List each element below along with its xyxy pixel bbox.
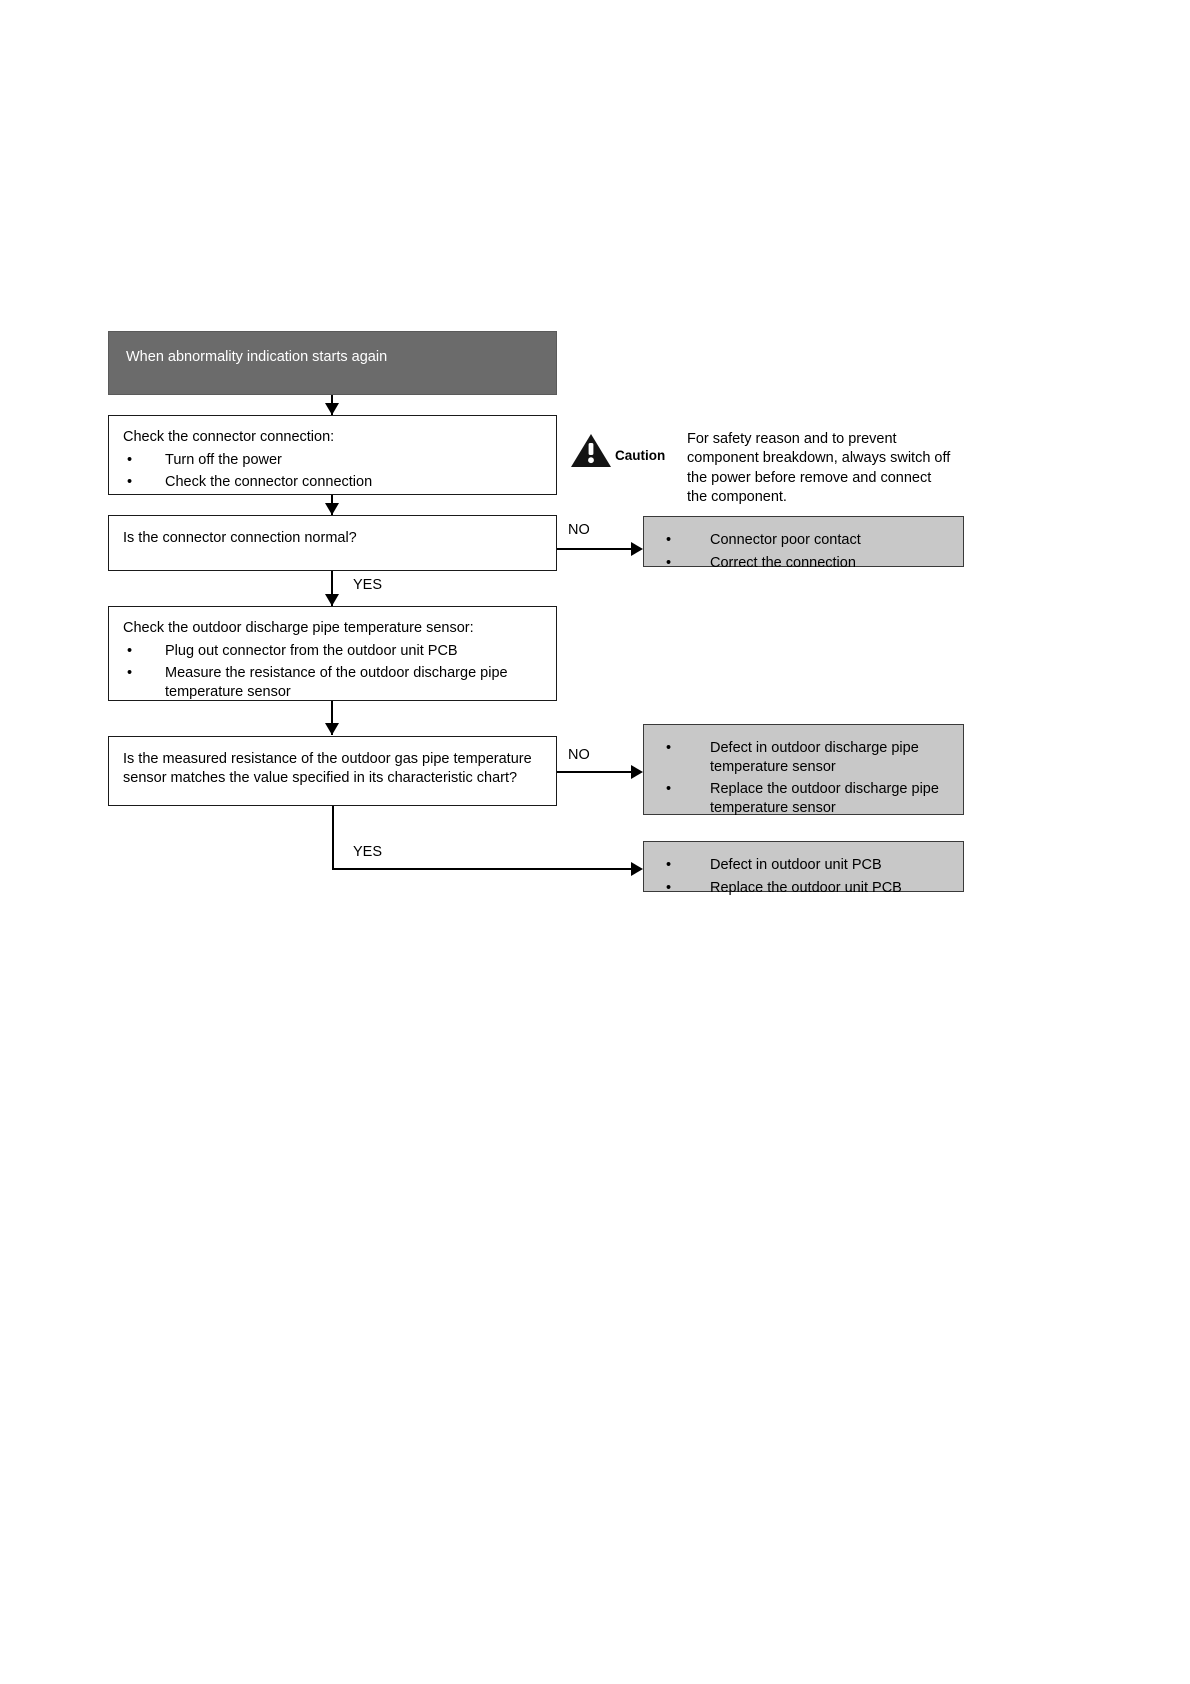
bullet-dot: • xyxy=(666,554,672,571)
list-item-label: Replace the outdoor unit PCB xyxy=(710,879,902,896)
bullet-dot: • xyxy=(666,879,672,896)
list-item: • Turn off the power xyxy=(109,451,556,470)
edge-label-yes-2: YES xyxy=(353,844,383,860)
list-item-label: Measure the resistance of the outdoor di… xyxy=(165,665,508,700)
list-item-label: Replace the outdoor discharge pipe tempe… xyxy=(710,781,939,816)
connector-decision1-to-result1 xyxy=(557,548,637,550)
arrow-down-start-to-step1 xyxy=(325,403,339,415)
bullet-dot: • xyxy=(666,740,672,756)
arrow-down-step2-to-decision2 xyxy=(325,723,339,735)
connector-step2-to-decision2 xyxy=(331,701,333,735)
flow-node-decision1-question: Is the connector connection normal? xyxy=(123,530,357,546)
bullet-dot: • xyxy=(127,451,133,468)
warning-triangle-icon xyxy=(571,434,611,467)
connector-decision1-to-step2 xyxy=(331,571,333,606)
edge-label-no-2: NO xyxy=(568,747,590,763)
list-item: • Measure the resistance of the outdoor d… xyxy=(109,664,556,701)
list-item: • Plug out connector from the outdoor uni… xyxy=(109,642,556,661)
flow-node-start: When abnormality indication starts again xyxy=(108,331,557,395)
edge-label-no-1: NO xyxy=(568,522,590,538)
flow-node-result2-bullets: • Defect in outdoor discharge pipe temper… xyxy=(644,739,953,817)
list-item: • Replace the outdoor discharge pipe temp… xyxy=(644,780,953,817)
list-item-label: Check the connector connection xyxy=(165,474,373,491)
arrow-right-decision1-to-result1 xyxy=(631,542,643,556)
connector-decision2-yes-horizontal xyxy=(332,868,637,870)
bullet-dot: • xyxy=(666,532,672,548)
flow-node-decision2: Is the measured resistance of the outdoo… xyxy=(108,736,557,806)
bullet-dot: • xyxy=(127,665,133,682)
flow-node-result3: • Defect in outdoor unit PCB • Replace the… xyxy=(643,841,964,896)
caution-block: Caution For safety reason and to prevent… xyxy=(570,431,970,505)
flow-node-decision2-question: Is the measured resistance of the outdoo… xyxy=(123,751,532,786)
list-item: • Check the connector connection xyxy=(109,473,556,492)
flow-node-step2-title: Check the outdoor discharge pipe tempera… xyxy=(123,620,474,636)
list-item: • Defect in outdoor unit PCB xyxy=(644,856,953,875)
list-item-label: Defect in outdoor discharge pipe tempera… xyxy=(710,740,919,775)
list-item: • Replace the outdoor unit PCB xyxy=(644,879,953,898)
arrow-down-decision1-to-step2 xyxy=(325,594,339,606)
list-item: • Defect in outdoor discharge pipe temper… xyxy=(644,739,953,776)
list-item-label: Defect in outdoor unit PCB xyxy=(710,857,882,873)
list-item: • Correct the connection xyxy=(644,554,953,573)
flow-node-step1-title: Check the connector connection: xyxy=(123,429,335,445)
bullet-dot: • xyxy=(127,642,133,659)
list-item: • Connector poor contact xyxy=(644,531,953,550)
arrow-right-decision2-to-result2 xyxy=(631,765,643,779)
arrow-right-decision2-to-result3 xyxy=(631,862,643,876)
caution-text: For safety reason and to prevent compone… xyxy=(687,431,951,505)
flow-node-result3-bullets: • Defect in outdoor unit PCB • Replace the… xyxy=(644,856,953,897)
list-item-label: Turn off the power xyxy=(165,451,282,468)
bullet-dot: • xyxy=(127,474,133,491)
flow-node-step2: Check the outdoor discharge pipe tempera… xyxy=(108,606,557,701)
flow-node-decision1: Is the connector connection normal? xyxy=(108,515,557,571)
connector-decision2-to-result2 xyxy=(557,771,637,773)
flow-node-step1: Check the connector connection: • Turn of… xyxy=(108,415,557,495)
flow-node-result1: • Connector poor contact • Correct the con… xyxy=(643,516,964,571)
list-item-label: Plug out connector from the outdoor unit… xyxy=(165,642,458,659)
bullet-dot: • xyxy=(666,781,672,798)
list-item-label: Correct the connection xyxy=(710,554,856,571)
flow-node-result1-bullets: • Connector poor contact • Correct the con… xyxy=(644,531,953,572)
flow-node-step1-bullets: • Turn off the power • Check the connector… xyxy=(109,451,556,492)
connector-decision2-yes-vertical xyxy=(332,806,334,870)
arrow-down-step1-to-decision1 xyxy=(325,503,339,515)
flow-node-step2-bullets: • Plug out connector from the outdoor uni… xyxy=(109,642,556,702)
bullet-dot: • xyxy=(666,857,672,873)
list-item-label: Connector poor contact xyxy=(710,532,861,548)
flow-node-result2: • Defect in outdoor discharge pipe temper… xyxy=(643,724,964,817)
caution-label: Caution xyxy=(615,448,666,463)
edge-label-yes-1: YES xyxy=(353,577,383,593)
flow-node-start-label: When abnormality indication starts again xyxy=(126,349,388,365)
